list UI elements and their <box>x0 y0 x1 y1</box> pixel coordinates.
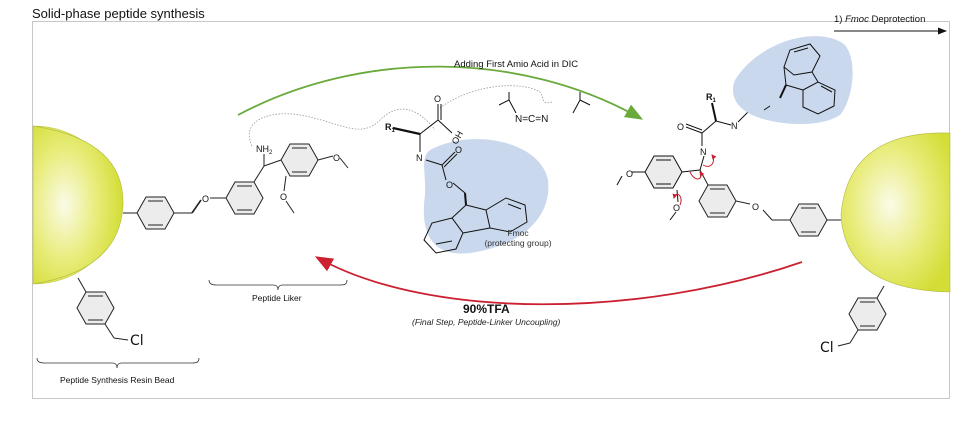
deprotection-label: 1) Fmoc Deprotection <box>834 14 925 25</box>
cleavage-arrow <box>314 256 803 306</box>
fmoc-label: Fmoc (protecting group) <box>468 228 568 248</box>
page-title: Solid-phase peptide synthesis <box>32 6 205 21</box>
product-carbamate-n: N <box>731 121 738 131</box>
electron-flow-path-2 <box>439 85 553 109</box>
carbonyl-o: O <box>434 94 441 104</box>
fmoc-name: Fmoc <box>507 228 529 238</box>
resin-bead-label: Peptide Synthesis Resin Bead <box>60 375 175 385</box>
right-chloromethyl-arm <box>837 285 887 347</box>
electron-flow-path <box>249 108 436 147</box>
methoxy-o-4: O <box>333 153 340 163</box>
linker-label: Peptide Liker <box>252 293 302 303</box>
linker-bracket <box>208 279 348 291</box>
chlorine-atom-right: Cl <box>820 340 834 356</box>
left-resin-bead <box>32 125 124 285</box>
amide-n: N <box>416 153 423 163</box>
ester-o: O <box>446 180 453 190</box>
dic-formula: N=C=N <box>515 114 548 125</box>
product-methoxy-o-4: O <box>626 169 633 179</box>
fluorenyl-middle <box>423 197 528 254</box>
fmoc-description: (protecting group) <box>484 238 552 248</box>
product-amide-n: N <box>700 147 707 157</box>
coupling-arrow <box>237 65 644 120</box>
left-benzyl-linker: O <box>123 181 264 230</box>
right-resin-bead <box>840 132 951 293</box>
resin-bead-bracket <box>36 357 200 369</box>
svg-text:O: O <box>202 194 209 204</box>
r1-group: R1 <box>385 122 396 134</box>
mechanism-arrows <box>672 154 717 206</box>
product-carbonyl-o: O <box>677 122 684 132</box>
tfa-sublabel: (Final Step, Peptide-Linker Uncoupling) <box>412 317 561 327</box>
rink-linker <box>253 143 349 214</box>
amine-nh2: NH2 <box>256 144 273 156</box>
left-chloromethyl-arm <box>76 277 129 341</box>
fmoc-highlight-right <box>732 36 853 125</box>
right-benzyl-linker: O <box>698 169 841 237</box>
deprotection-step-number: 1) <box>834 14 846 25</box>
deprotection-text: Deprotection <box>868 14 926 25</box>
fluorenyl-right <box>779 43 836 115</box>
fmoc-highlight-middle <box>423 139 549 254</box>
coupling-step-label: Adding First Amio Acid in DIC <box>454 59 579 70</box>
svg-text:O: O <box>752 202 759 212</box>
deprotection-fmoc: Fmoc <box>845 14 869 25</box>
chlorine-atom-left: Cl <box>130 333 144 349</box>
product-methoxy-o-2: O <box>673 203 680 213</box>
tfa-label: 90%TFA <box>463 302 510 316</box>
bond <box>763 105 771 111</box>
product-r1: R1 <box>706 92 717 104</box>
fmoc-amino-acid <box>392 104 467 206</box>
carbamate-o: O <box>455 145 462 155</box>
methoxy-o-2: O <box>280 192 287 202</box>
dic-reagent <box>498 92 591 114</box>
